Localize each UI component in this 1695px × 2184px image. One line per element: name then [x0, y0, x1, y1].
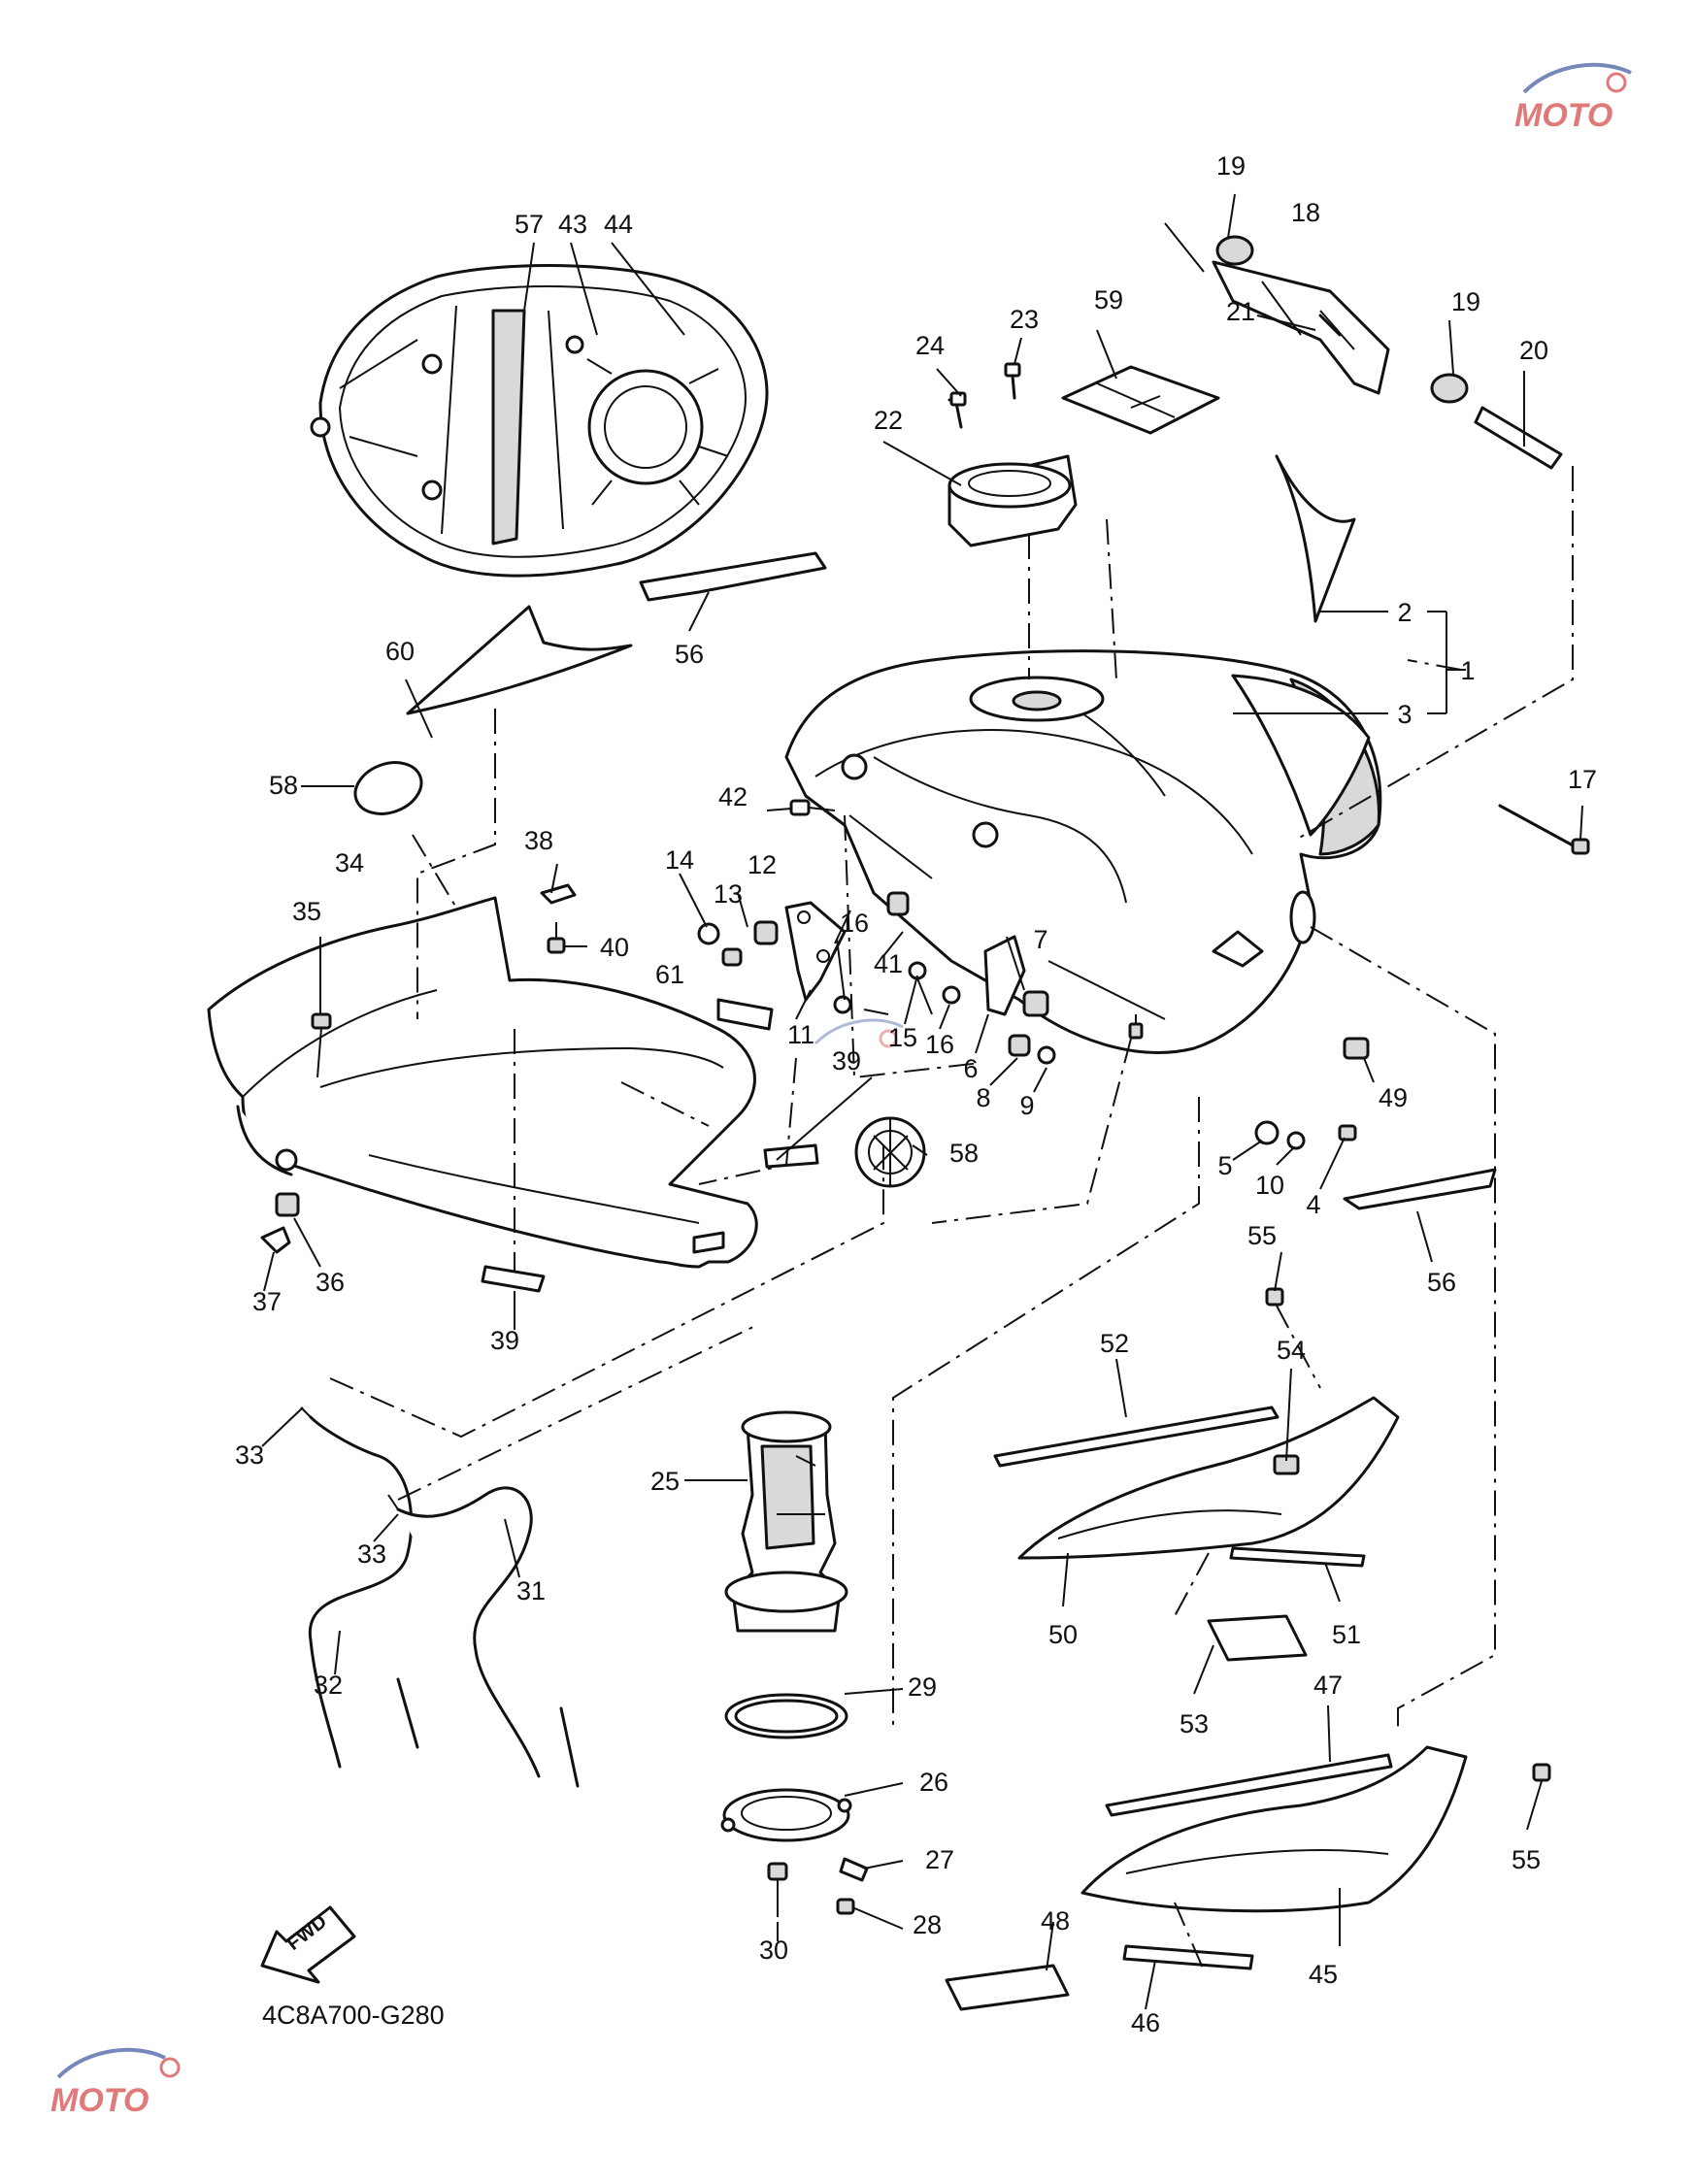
fuel-pump-assembly — [720, 1410, 869, 1917]
callout-55b: 55 — [1512, 1845, 1541, 1874]
callout-38: 38 — [524, 826, 553, 855]
callout-17: 17 — [1568, 765, 1597, 794]
svg-text:MOTO: MOTO — [1514, 97, 1612, 134]
callout-22: 22 — [874, 406, 903, 435]
callout-55a: 55 — [1247, 1221, 1277, 1250]
callout-20: 20 — [1519, 336, 1548, 365]
callout-26: 26 — [919, 1768, 948, 1797]
callout-23: 23 — [1010, 305, 1039, 334]
diagram-code: 4C8A700-G280 — [262, 2001, 445, 2030]
hoses — [300, 1406, 580, 1788]
callout-36: 36 — [316, 1268, 345, 1297]
callout-4: 4 — [1306, 1190, 1320, 1219]
decal-60 — [406, 605, 633, 715]
hardware-small-parts — [260, 799, 1590, 1293]
callout-13: 13 — [714, 879, 743, 909]
callout-27: 27 — [925, 1845, 954, 1874]
callout-33a: 33 — [235, 1440, 264, 1470]
callout-19a: 19 — [1216, 151, 1246, 181]
watermark-logo-bottom: MOTO — [50, 2047, 181, 2119]
callout-44: 44 — [604, 210, 633, 239]
callout-40: 40 — [600, 933, 629, 962]
callout-41: 41 — [874, 949, 903, 978]
callout-57: 57 — [515, 210, 544, 239]
callout-10: 10 — [1255, 1171, 1284, 1200]
callout-12: 12 — [748, 850, 777, 879]
callout-47: 47 — [1313, 1671, 1343, 1700]
callout-32: 32 — [314, 1671, 343, 1700]
callout-50: 50 — [1048, 1620, 1078, 1649]
callout-9: 9 — [1019, 1091, 1034, 1120]
callout-25: 25 — [650, 1467, 680, 1496]
callout-30: 30 — [759, 1936, 788, 1965]
callout-15: 15 — [888, 1023, 917, 1052]
bracket-assembly — [1212, 235, 1563, 470]
callout-56a: 56 — [675, 640, 704, 669]
callout-21: 21 — [1226, 297, 1255, 326]
callout-35: 35 — [292, 897, 321, 926]
callout-2: 2 — [1397, 598, 1412, 627]
watermark-logo-top: MOTO — [1514, 62, 1632, 134]
side-cover-34 — [207, 896, 758, 1269]
fuel-cap-assembly — [947, 362, 1078, 547]
callout-52: 52 — [1100, 1329, 1129, 1358]
callout-1: 1 — [1460, 656, 1475, 685]
callout-61: 61 — [655, 960, 684, 989]
callout-31: 31 — [516, 1576, 546, 1605]
callout-29: 29 — [908, 1672, 937, 1702]
callout-51: 51 — [1332, 1620, 1361, 1649]
callout-46: 46 — [1131, 2008, 1160, 2037]
svg-text:MOTO: MOTO — [50, 2082, 149, 2119]
callout-16b: 16 — [925, 1030, 954, 1059]
leader-lines — [261, 193, 1583, 2010]
callout-34: 34 — [335, 848, 364, 877]
callout-3: 3 — [1397, 700, 1412, 729]
callout-58b: 58 — [949, 1139, 979, 1168]
callout-7: 7 — [1033, 925, 1047, 954]
callout-19b: 19 — [1451, 287, 1480, 316]
callout-49: 49 — [1379, 1083, 1408, 1112]
fwd-arrow-icon: FWD — [260, 1905, 356, 1984]
callout-6: 6 — [963, 1054, 978, 1083]
callout-16a: 16 — [840, 909, 869, 938]
label-sticker-59 — [1061, 365, 1220, 435]
bracket-lines — [1233, 611, 1466, 714]
lower-side-panels — [945, 1287, 1551, 2011]
seal-58 — [353, 761, 423, 815]
callout-48: 48 — [1041, 1906, 1070, 1936]
callout-18: 18 — [1291, 198, 1320, 227]
callout-11: 11 — [787, 1020, 814, 1049]
callout-8: 8 — [976, 1083, 990, 1112]
callout-56b: 56 — [1427, 1268, 1456, 1297]
callout-59: 59 — [1094, 285, 1123, 314]
callout-53: 53 — [1180, 1709, 1209, 1738]
callout-39a: 39 — [832, 1046, 861, 1075]
callout-14: 14 — [665, 845, 694, 875]
callout-42: 42 — [718, 782, 748, 811]
assembly-lines — [329, 466, 1574, 1971]
side-strip-56-upper — [639, 551, 1497, 1210]
callout-58a: 58 — [269, 771, 298, 800]
callout-37: 37 — [252, 1287, 282, 1316]
tank-underside-view — [310, 264, 769, 578]
callout-60: 60 — [385, 637, 415, 666]
callout-45: 45 — [1309, 1960, 1338, 1989]
callout-labels: 1 2 3 4 5 6 7 8 9 10 11 12 13 14 15 16 1… — [235, 151, 1597, 2037]
callout-33b: 33 — [357, 1539, 386, 1569]
callout-5: 5 — [1217, 1151, 1232, 1180]
callout-28: 28 — [913, 1910, 942, 1939]
callout-54: 54 — [1277, 1336, 1306, 1365]
tank-decals — [1231, 454, 1371, 837]
callout-24: 24 — [915, 331, 945, 360]
callout-43: 43 — [558, 210, 587, 239]
callout-39b: 39 — [490, 1326, 519, 1355]
watermark-logo-center — [814, 1018, 904, 1048]
